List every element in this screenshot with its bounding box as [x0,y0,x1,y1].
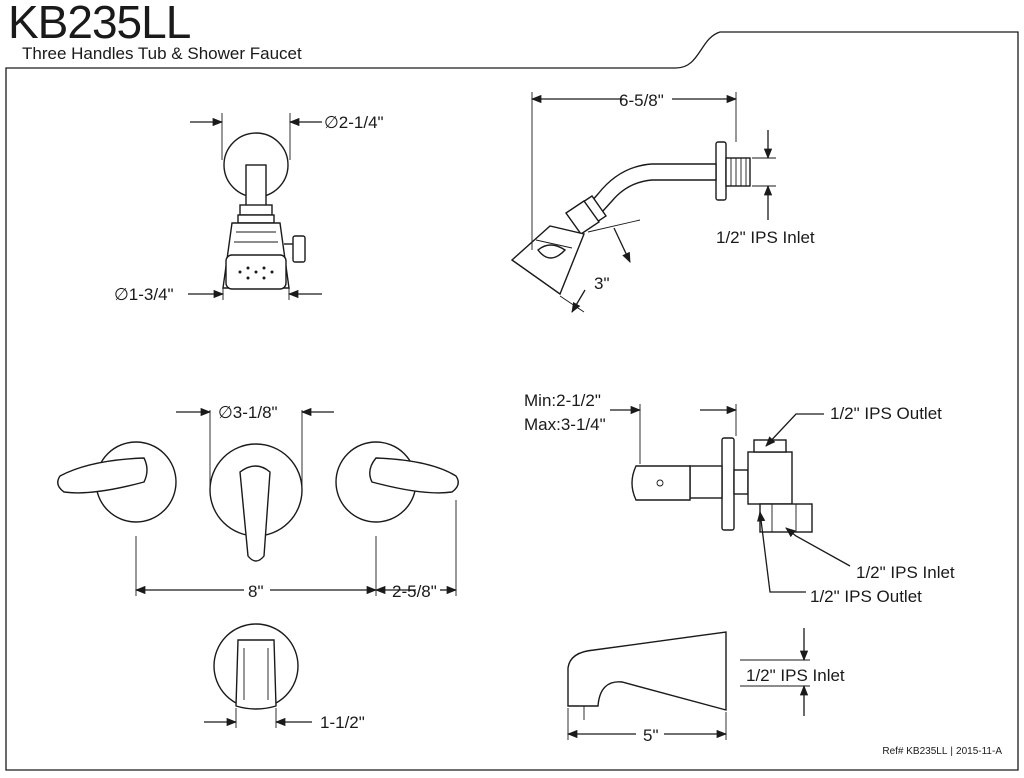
label-valve-outlet-bottom: 1/2" IPS Outlet [810,587,922,606]
spray-adjust-lever [292,235,306,263]
label-handle-side: 2-5/8" [392,582,437,601]
valve-body [747,451,793,505]
label-showerhead-flange: ∅2-1/4" [324,113,384,132]
label-showerhead-length: 3" [594,274,610,293]
handle-center [239,465,271,562]
sheet-frame [5,31,1019,771]
showerhead-side [510,225,585,296]
valve-stem [733,469,749,495]
reference-footer: Ref# KB235LL|2015-11-A [882,746,1002,757]
label-arm-reach: 6-5/8" [619,91,664,110]
label-spout-width: 1-1/2" [320,713,365,732]
ref-separator: | [950,746,954,757]
handle-left [57,457,148,494]
label-valve-depth-min: Min:2-1/2" [524,391,601,410]
label-handle-spacing: 8" [248,582,264,601]
ref-revision: 2015-11-A [956,746,1002,757]
spout-front [235,639,277,710]
label-escutcheon: ∅3-1/8" [218,403,278,422]
handles-front-view [57,407,459,596]
spout-front-view [204,623,312,728]
swivel-ring [237,214,275,224]
valve-inlet-fitting [759,503,813,533]
product-subtitle: Three Handles Tub & Shower Faucet [22,44,302,63]
showerhead-front-view [188,113,322,300]
label-valve-depth-max: Max:3-1/4" [524,415,606,434]
shower-arm-side-view [510,92,776,313]
model-title: KB235LL [8,0,191,48]
label-arm-inlet: 1/2" IPS Inlet [716,228,815,247]
swivel-nut [239,204,273,216]
valve-side-view [610,404,851,593]
ref-number: Ref# KB235LL [882,746,948,757]
label-valve-outlet-top: 1/2" IPS Outlet [830,404,942,423]
valve-sleeve [689,465,723,499]
spout-side-view [566,628,810,740]
label-showerhead-face: ∅1-3/4" [114,285,174,304]
shower-arm-stub [245,164,267,208]
label-spout-length: 5" [643,726,659,745]
handle-right [369,457,459,494]
label-valve-inlet: 1/2" IPS Inlet [856,563,955,582]
arm-flange [715,141,727,201]
valve-escutcheon-side [721,437,735,531]
spout-side [567,631,727,711]
label-spout-inlet: 1/2" IPS Inlet [746,666,845,685]
shower-arm-pipe [588,163,717,213]
showerhead-lever-side [537,244,567,259]
valve-handle-side [631,465,691,501]
